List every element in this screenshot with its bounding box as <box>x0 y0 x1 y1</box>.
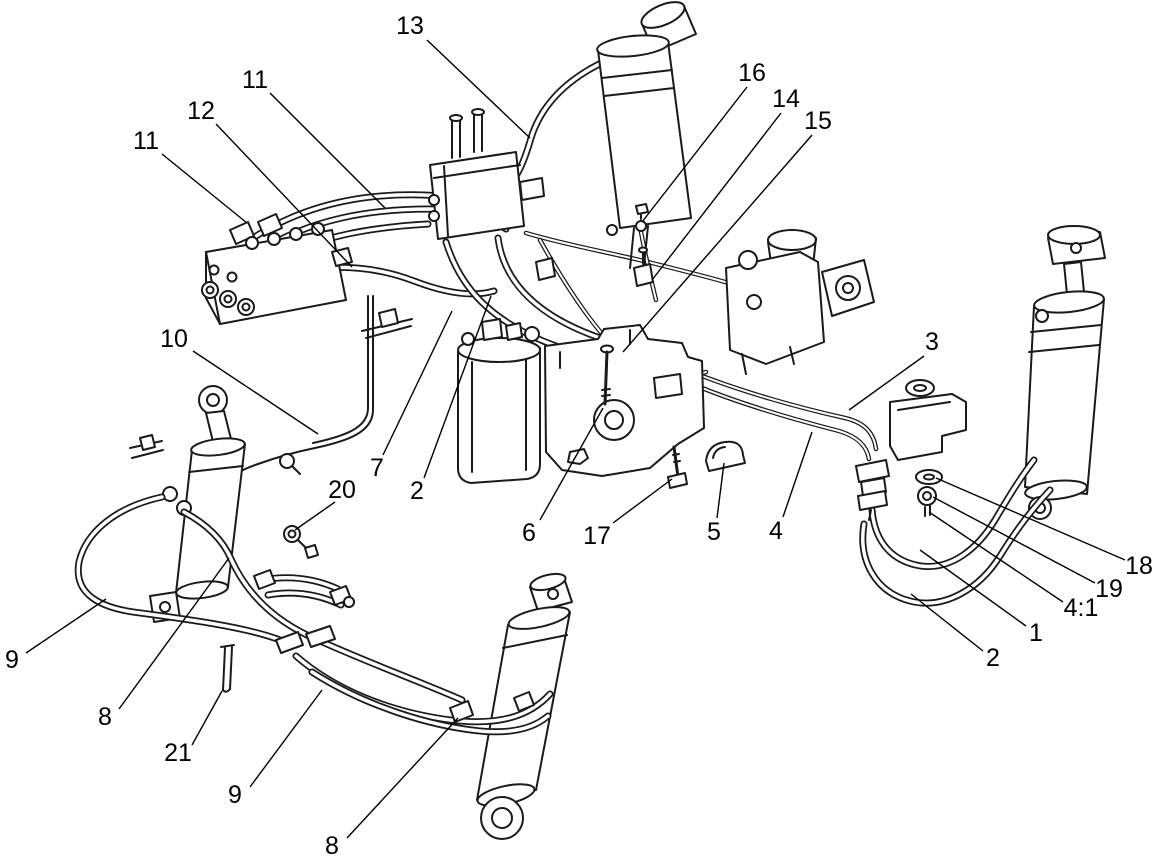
callout-label: 11 <box>242 66 268 94</box>
callout-3: 3 <box>848 328 939 411</box>
callout-label: 16 <box>738 59 766 87</box>
pin-21 <box>220 644 235 693</box>
stud-6 <box>600 344 614 406</box>
callout-17: 17 <box>583 478 673 550</box>
hydraulic-motor <box>725 229 875 375</box>
callout-label: 3 <box>925 328 939 356</box>
leader-line <box>192 350 319 435</box>
cable-tie-7 <box>361 308 413 339</box>
p-clamp-10 <box>279 453 301 475</box>
callout-label: 21 <box>164 739 192 767</box>
callout-label: 9 <box>5 646 19 674</box>
valve-block <box>428 108 545 240</box>
leader-line <box>919 549 1027 627</box>
callout-label: 2 <box>986 644 1000 672</box>
callout-16: 16 <box>641 59 766 223</box>
callout-label: 20 <box>328 476 356 504</box>
cap-fitting-16 <box>635 203 649 232</box>
callout-2: 2 <box>910 593 1000 672</box>
leader-line <box>928 511 1064 603</box>
leader-line <box>848 355 925 411</box>
callout-label: 11 <box>133 127 159 155</box>
callout-21: 21 <box>164 690 223 767</box>
hydraulic-cylinder-top <box>596 1 697 269</box>
leader-line <box>25 598 107 654</box>
callout-9: 9 <box>5 598 107 674</box>
callout-label: 19 <box>1095 575 1123 603</box>
leader-line <box>249 689 323 788</box>
callout-9: 9 <box>228 689 323 809</box>
callout-19: 19 <box>932 496 1123 603</box>
bracket-3 <box>889 379 967 461</box>
callout-label: 6 <box>522 519 536 547</box>
callout-7: 7 <box>370 310 453 482</box>
callout-13: 13 <box>396 12 531 139</box>
p-clamp-20 <box>283 525 319 559</box>
hydraulic-cylinder-right <box>1024 225 1106 520</box>
fitting-stack-right <box>855 459 890 521</box>
callout-label: 7 <box>370 454 384 482</box>
leader-line <box>269 92 386 209</box>
leader-line <box>932 496 1096 584</box>
oil-filter <box>457 318 541 484</box>
callout-20: 20 <box>294 476 356 531</box>
callout-11: 11 <box>242 66 386 209</box>
callout-label: 18 <box>1125 552 1153 580</box>
callout-label: 14 <box>772 85 800 113</box>
leader-line <box>191 690 223 746</box>
callout-label: 9 <box>228 781 242 809</box>
callout-label: 17 <box>583 522 611 550</box>
callout-11: 11 <box>133 127 248 224</box>
leader-line <box>294 501 336 531</box>
leader-line <box>423 295 492 479</box>
tube-clamp-14 <box>535 246 654 287</box>
leader-line <box>215 123 353 268</box>
callout-4:1: 4:1 <box>928 511 1099 622</box>
leader-line <box>622 134 813 353</box>
callout-label: 4 <box>769 517 783 545</box>
callout-15: 15 <box>622 107 832 353</box>
washer-18 <box>915 469 943 485</box>
cushion-clamp-5 <box>705 440 746 472</box>
leader-line <box>161 153 248 224</box>
callout-label: 8 <box>98 703 112 731</box>
leader-line <box>426 39 531 139</box>
callout-2: 2 <box>410 295 492 505</box>
callout-4: 4 <box>769 431 813 545</box>
callout-1: 1 <box>919 549 1043 647</box>
leader-line <box>910 593 984 652</box>
callout-14: 14 <box>651 85 800 281</box>
leader-line <box>539 407 604 521</box>
callout-label: 4:1 <box>1064 594 1099 622</box>
callout-label: 1 <box>1029 619 1043 647</box>
leader-line <box>346 717 459 839</box>
callout-8: 8 <box>325 717 459 860</box>
callout-label: 5 <box>707 518 721 546</box>
leader-line <box>716 462 725 519</box>
leader-line <box>782 431 813 518</box>
leader-line <box>612 478 673 524</box>
callout-6: 6 <box>522 407 604 547</box>
leader-line <box>935 477 1126 561</box>
callout-8: 8 <box>98 557 230 731</box>
callout-label: 2 <box>410 477 424 505</box>
callout-18: 18 <box>935 477 1153 580</box>
callout-12: 12 <box>187 97 353 268</box>
callout-label: 13 <box>396 12 424 40</box>
callout-5: 5 <box>707 462 725 546</box>
callout-label: 12 <box>187 97 215 125</box>
callout-label: 8 <box>325 832 339 860</box>
hose-fittings-bottom <box>275 625 535 723</box>
callout-10: 10 <box>160 325 319 435</box>
callout-label: 10 <box>160 325 188 353</box>
hose-couplers <box>253 569 355 607</box>
leader-line <box>118 557 230 710</box>
callout-label: 15 <box>804 107 832 135</box>
leader-line <box>641 86 748 223</box>
leader-line <box>382 310 453 456</box>
bolt-17 <box>667 445 688 489</box>
leader-line <box>651 112 782 281</box>
